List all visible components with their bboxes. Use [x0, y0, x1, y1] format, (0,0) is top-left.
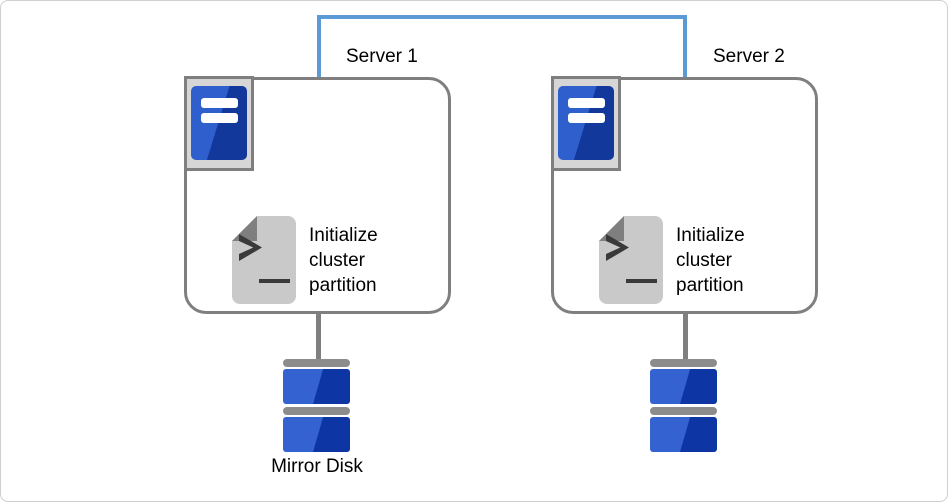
server1-label: Server 1 [346, 46, 418, 67]
prompt-underscore-icon [259, 279, 290, 283]
heartbeat-link-line-icon [317, 15, 687, 78]
server1-box [184, 77, 451, 314]
mirror-disk-label: Mirror Disk [271, 456, 363, 477]
shell-script-icon [599, 216, 663, 304]
disk-cap-icon [650, 407, 717, 415]
disk-platter-icon [650, 369, 717, 404]
server2-box [551, 77, 818, 314]
script-document-body [232, 216, 296, 304]
server2-tile [551, 76, 621, 171]
server-slot-icon [201, 98, 238, 108]
prompt-underscore-icon [626, 279, 657, 283]
server2-label: Server 2 [713, 46, 785, 67]
server1-group: Server 1 Initialize cluster partition Mi… [1, 1, 582, 501]
server1-tile [184, 76, 254, 171]
server1-action-text: Initialize cluster partition [309, 225, 378, 296]
disk-platter-icon [283, 417, 350, 452]
disk-cap-icon [283, 407, 350, 415]
disk-platter-icon [650, 417, 717, 452]
server1-disk-connector [316, 313, 321, 361]
disk-platter-icon [283, 369, 350, 404]
mirror-disk-icon [650, 359, 717, 367]
server-slot-icon [568, 98, 605, 108]
server-slot-icon [201, 113, 238, 123]
server2-action-text: Initialize cluster partition [676, 225, 745, 296]
server-icon [558, 86, 614, 160]
server-icon [191, 86, 247, 160]
script-document-body [599, 216, 663, 304]
mirror-disk-icon [283, 359, 350, 367]
server-slot-icon [568, 113, 605, 123]
server2-group: Server 2 Initialize cluster partition [368, 1, 947, 501]
shell-script-icon [232, 216, 296, 304]
server2-disk-connector [683, 313, 688, 361]
